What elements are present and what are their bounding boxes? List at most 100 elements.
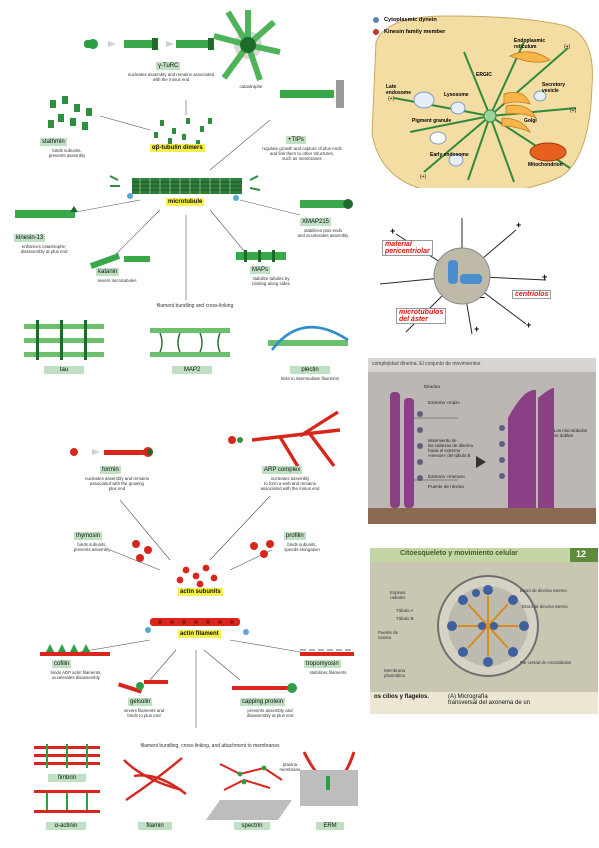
profilin-cluster — [250, 540, 274, 558]
plus-end-1: (+) — [564, 44, 571, 50]
label-filamin: filamin — [138, 822, 172, 830]
axoneme-caption: (A) Micrografía transversal del axonema … — [448, 694, 531, 706]
label-cofilin: cofilin — [52, 660, 72, 668]
filamin-web — [123, 757, 187, 801]
label-maps: MAPs — [250, 266, 271, 274]
gelsolin-piece — [117, 682, 143, 694]
alpha-actinin-bundle — [34, 790, 100, 813]
kinesin13-filament — [15, 210, 75, 218]
label-extremo-menos: Extremo «menos» — [428, 474, 466, 479]
stathmin-cluster — [48, 96, 92, 130]
label-stathmin: stathmin — [40, 138, 67, 146]
label-xmap215: XMAP215 — [300, 218, 332, 226]
microtubule-filament — [109, 175, 261, 201]
label-alpha-actinin: α-actinin — [46, 822, 86, 830]
plus-sign-5: + — [474, 324, 480, 334]
label-spectrin: spectrin — [234, 822, 270, 830]
label-golgi: Golgi — [524, 118, 537, 124]
erm-membrane — [300, 751, 358, 806]
label-secretory-vesicle: Secretory vesicle — [542, 82, 566, 94]
title-mt-bundling: filament bundling and cross-linking — [156, 303, 234, 309]
label-se-doblan: Los microtúbulos se doblan — [554, 428, 588, 438]
label-membrana-plasmatica: Membrana plasmática — [384, 668, 405, 678]
label-gamma-turc: γ-TuRC — [156, 62, 181, 70]
minus-sign: – — [480, 292, 486, 302]
centrosome-panel: material pericentriolar centriolos micro… — [376, 214, 554, 338]
label-mitochondrion: Mitochondrion — [528, 162, 563, 168]
thymosin-cluster — [132, 540, 152, 562]
label-katanin: katanin — [96, 268, 120, 276]
tips-membrane — [336, 80, 344, 108]
label-ergic: ERGIC — [476, 72, 492, 78]
label-gelsolin: gelsolin — [128, 698, 153, 706]
cell-transport-illustration — [371, 15, 593, 188]
label-early-endosome: Early endosome — [430, 152, 469, 158]
formin-sequence — [70, 447, 153, 457]
label-map2: MAP2 — [172, 366, 212, 374]
label-formin: formin — [100, 466, 121, 474]
tubulin-dimers-cloud — [154, 118, 212, 146]
label-erm: ERM — [316, 822, 344, 830]
axoneme-photo-illustration — [370, 548, 598, 714]
caption-tropomyosin: stabilizes filaments — [309, 670, 347, 675]
tropomyosin-filament — [300, 652, 354, 656]
label-tau: tau — [44, 366, 84, 374]
label-pigment-granule: Pigment granule — [412, 118, 452, 124]
actin-subunit-cloud — [176, 564, 218, 588]
plectin-bundle — [268, 325, 349, 351]
label-par-central: Par central de microtúbulos — [520, 660, 571, 665]
label-brazo-interno: Brazo de dineína interno — [522, 604, 568, 609]
axoneme-photo-panel: Citoesqueleto y movimiento celular 12 Es… — [370, 548, 598, 714]
legend-dynein: Cytoplasmic dynein — [384, 17, 437, 23]
label-late-endosome: Late endosome — [386, 84, 412, 96]
centrosome-illustration — [379, 218, 547, 335]
label-brazo-externo: Brazo de dineína externo — [520, 588, 567, 593]
map2-bundle — [150, 328, 230, 357]
caption-stathmin: binds subunits, prevents assembly — [48, 148, 86, 158]
microtubule-diagram — [15, 10, 353, 360]
label-actin-subunits: actin subunits — [178, 588, 223, 596]
plus-sign-1: + — [390, 226, 396, 236]
label-microtubulos-aster: microtúbulos del áster — [396, 308, 447, 324]
label-kinesin13: kinesin-13 — [14, 234, 46, 242]
cell-transport-panel: Cytoplasmic dynein Kinesin family member… — [364, 12, 596, 188]
plus-sign-3: + — [542, 272, 548, 282]
label-tubulo-a: Túbulo A — [396, 608, 414, 613]
plus-sign-2: + — [516, 220, 522, 230]
tips-filament — [280, 90, 334, 98]
axoneme-chapter-title: Citoesqueleto y movimiento celular — [400, 550, 518, 557]
dynein-photo-header: complejidad dineína. El conjunto de movi… — [372, 361, 481, 367]
tau-bundle — [24, 320, 104, 360]
label-espinas-radiales: Espinas radiales — [390, 590, 406, 600]
capping-filament — [232, 686, 288, 690]
label-tips: +TIPs — [286, 136, 306, 144]
caption-xmap215: stabilizes plus ends and accelerates ass… — [297, 228, 349, 238]
actin-filament — [145, 618, 249, 635]
caption-tips: regulate growth and capture of plus ends… — [262, 146, 342, 161]
plus-end-2: (+) — [388, 96, 395, 102]
arp-web — [251, 410, 341, 471]
caption-profilin: binds subunits, speeds elongation — [284, 542, 320, 552]
label-puente-nexina-axoneme: Puente de nexina — [378, 630, 399, 640]
legend-kinesin: Kinesin family member — [384, 29, 446, 35]
actin-diagram — [34, 410, 358, 820]
caption-maps: stabilize tubules by binding along sides — [252, 276, 290, 286]
plus-end-3: (+) — [570, 108, 577, 114]
caption-katanin: severs microtubules — [97, 278, 137, 283]
label-movimiento: Movimiento de las cabezas de dineína hac… — [428, 438, 473, 458]
label-thymosin: thymosin — [74, 532, 103, 540]
label-microtubule: microtubule — [166, 198, 205, 206]
xmap215-filament — [300, 200, 346, 208]
aster-cluster — [213, 10, 281, 81]
label-fimbrin: fimbrin — [48, 774, 86, 782]
dynein-photo-panel: complejidad dineína. El conjunto de movi… — [368, 358, 596, 524]
dynein-photo-illustration — [368, 358, 596, 524]
axoneme-caption-bold: os cilios y flagelos. — [374, 694, 430, 700]
caption-formin: nucleates assembly and remains associate… — [85, 476, 149, 491]
caption-catastrophe: catastrophe — [239, 84, 263, 89]
katanin-fragment — [124, 256, 150, 262]
caption-arp-complex: nucleates assembly to form a web and rem… — [260, 476, 320, 491]
label-extremo-mas: Extremo «más» — [428, 400, 461, 405]
caption-gelsolin: severs filaments and binds to plus end — [123, 708, 165, 718]
label-arp-complex: ARP complex — [262, 466, 303, 474]
